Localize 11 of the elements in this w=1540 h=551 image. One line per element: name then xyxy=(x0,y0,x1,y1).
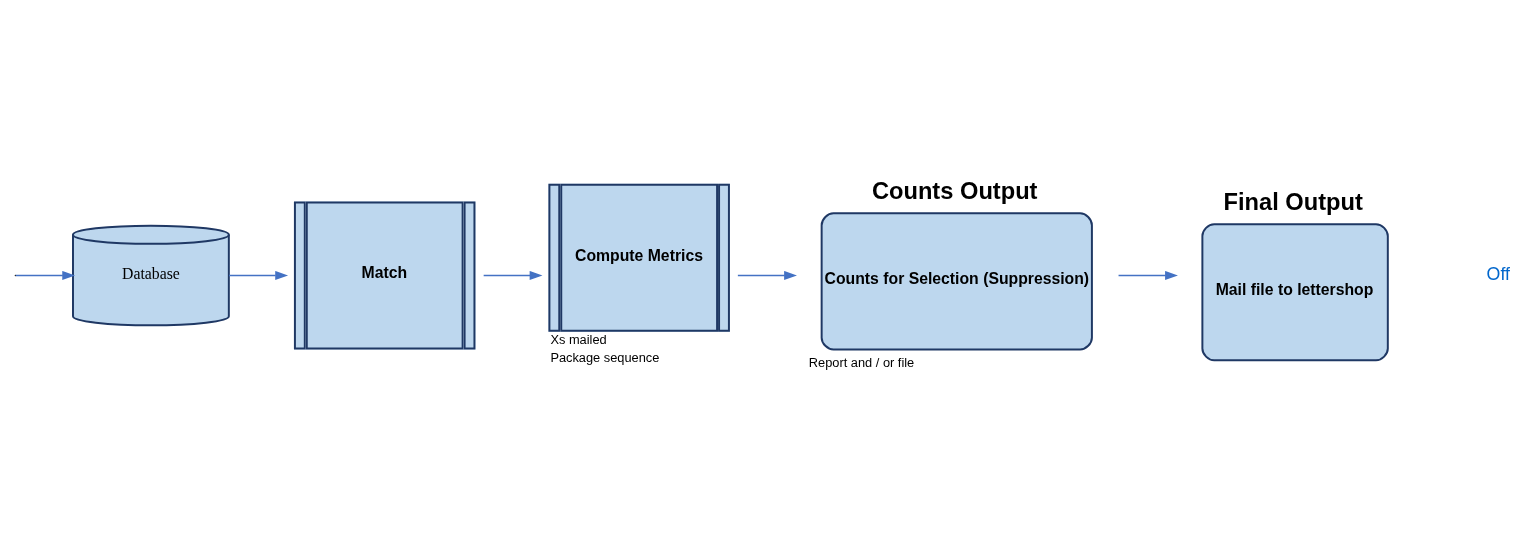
arrow xyxy=(737,271,797,280)
arrow xyxy=(228,271,289,280)
label: Off xyxy=(1486,263,1510,284)
arrow xyxy=(15,271,76,280)
node-label: Final Output xyxy=(1223,188,1363,215)
arrow xyxy=(1117,271,1178,280)
node-label: Xs mailed xyxy=(550,331,607,347)
node-label: Report and / or file xyxy=(808,354,915,370)
arrow xyxy=(482,271,543,280)
node-label: Counts Output xyxy=(871,177,1038,204)
node-label: Package sequence xyxy=(550,349,660,365)
